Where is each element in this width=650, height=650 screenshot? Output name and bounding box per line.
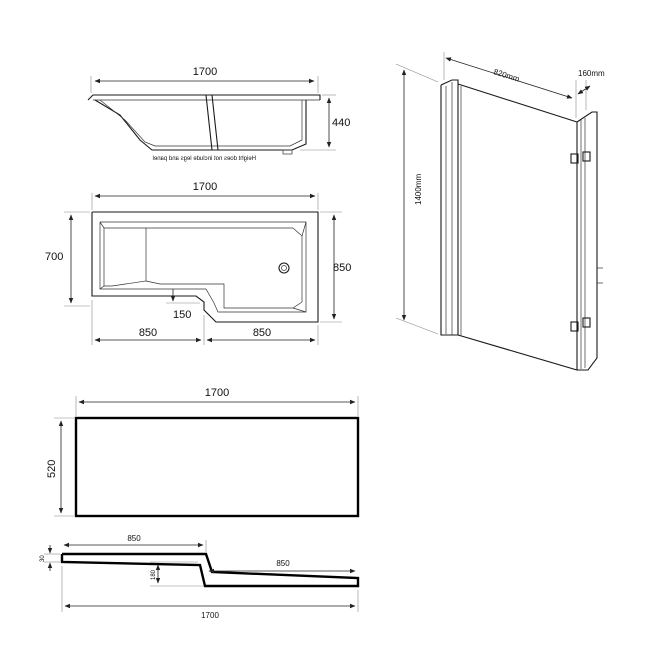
- screen-width-dimension: 820mm: [443, 52, 577, 118]
- side-height-label: 440: [332, 117, 350, 129]
- bath-top-outline: [91, 211, 319, 323]
- hinges: [570, 151, 591, 332]
- profile-step-dimension: 180: [150, 561, 204, 587]
- screen-height-label: 1400mm: [414, 174, 423, 205]
- profile-right-dimension: 850: [208, 559, 356, 574]
- step-label: 150: [173, 309, 191, 321]
- profile-thickness-dimension: 30: [40, 545, 60, 571]
- top-width-label: 1700: [193, 181, 217, 193]
- lower-hinge-icon: [570, 321, 579, 332]
- profile-total-label: 1700: [201, 611, 219, 620]
- bath-side-view: 1700 440 Height does not include legs an…: [87, 66, 350, 162]
- side-width-dimension: 1700: [90, 66, 319, 93]
- depth-left-label: 700: [45, 251, 63, 263]
- side-height-dimension: 440: [300, 94, 350, 151]
- height-note: Height does not include legs and panel: [153, 156, 256, 162]
- bath-side-outline: [87, 94, 321, 155]
- screen-width-label: 820mm: [492, 67, 520, 84]
- panel-height-label: 520: [46, 460, 58, 478]
- profile-step-label: 180: [151, 569, 157, 580]
- right-section-label: 850: [253, 327, 271, 339]
- top-width-dimension: 1700: [91, 181, 319, 210]
- front-panel-rect: [74, 416, 360, 518]
- profile-thickness-label: 30: [40, 555, 46, 562]
- profile-right-label: 850: [276, 559, 290, 568]
- upper-hinge-icon: [570, 153, 579, 164]
- panel-width-label: 1700: [205, 387, 229, 399]
- depth-right-label: 850: [333, 262, 351, 274]
- bath-screen: 820mm 160mm 1400mm: [395, 52, 605, 371]
- left-section-label: 850: [139, 327, 157, 339]
- screen-height-dimension: 1400mm: [395, 63, 439, 335]
- side-width-label: 1700: [193, 66, 217, 78]
- screen-outline: [440, 79, 603, 371]
- profile-left-label: 850: [127, 534, 141, 543]
- depth-right-dimension: 850: [320, 211, 351, 323]
- panel-profile: 850 850 30 180 1700: [40, 534, 360, 620]
- profile-left-dimension: 850: [63, 534, 207, 552]
- step-dimension: 150: [166, 289, 200, 321]
- front-panel: 1700 520: [46, 387, 360, 518]
- profile-total-dimension: 1700: [61, 566, 359, 620]
- screen-return-dimension: 160mm: [577, 69, 605, 110]
- bath-top-view: 1700 700 850 150 850 850: [45, 181, 351, 345]
- depth-left-dimension: 700: [45, 211, 90, 307]
- panel-height-dimension: 520: [46, 417, 74, 517]
- panel-profile-outline: [60, 552, 360, 588]
- screen-return-label: 160mm: [578, 69, 605, 78]
- panel-width-dimension: 1700: [75, 387, 359, 416]
- section-dimensions: 850 850: [91, 300, 319, 345]
